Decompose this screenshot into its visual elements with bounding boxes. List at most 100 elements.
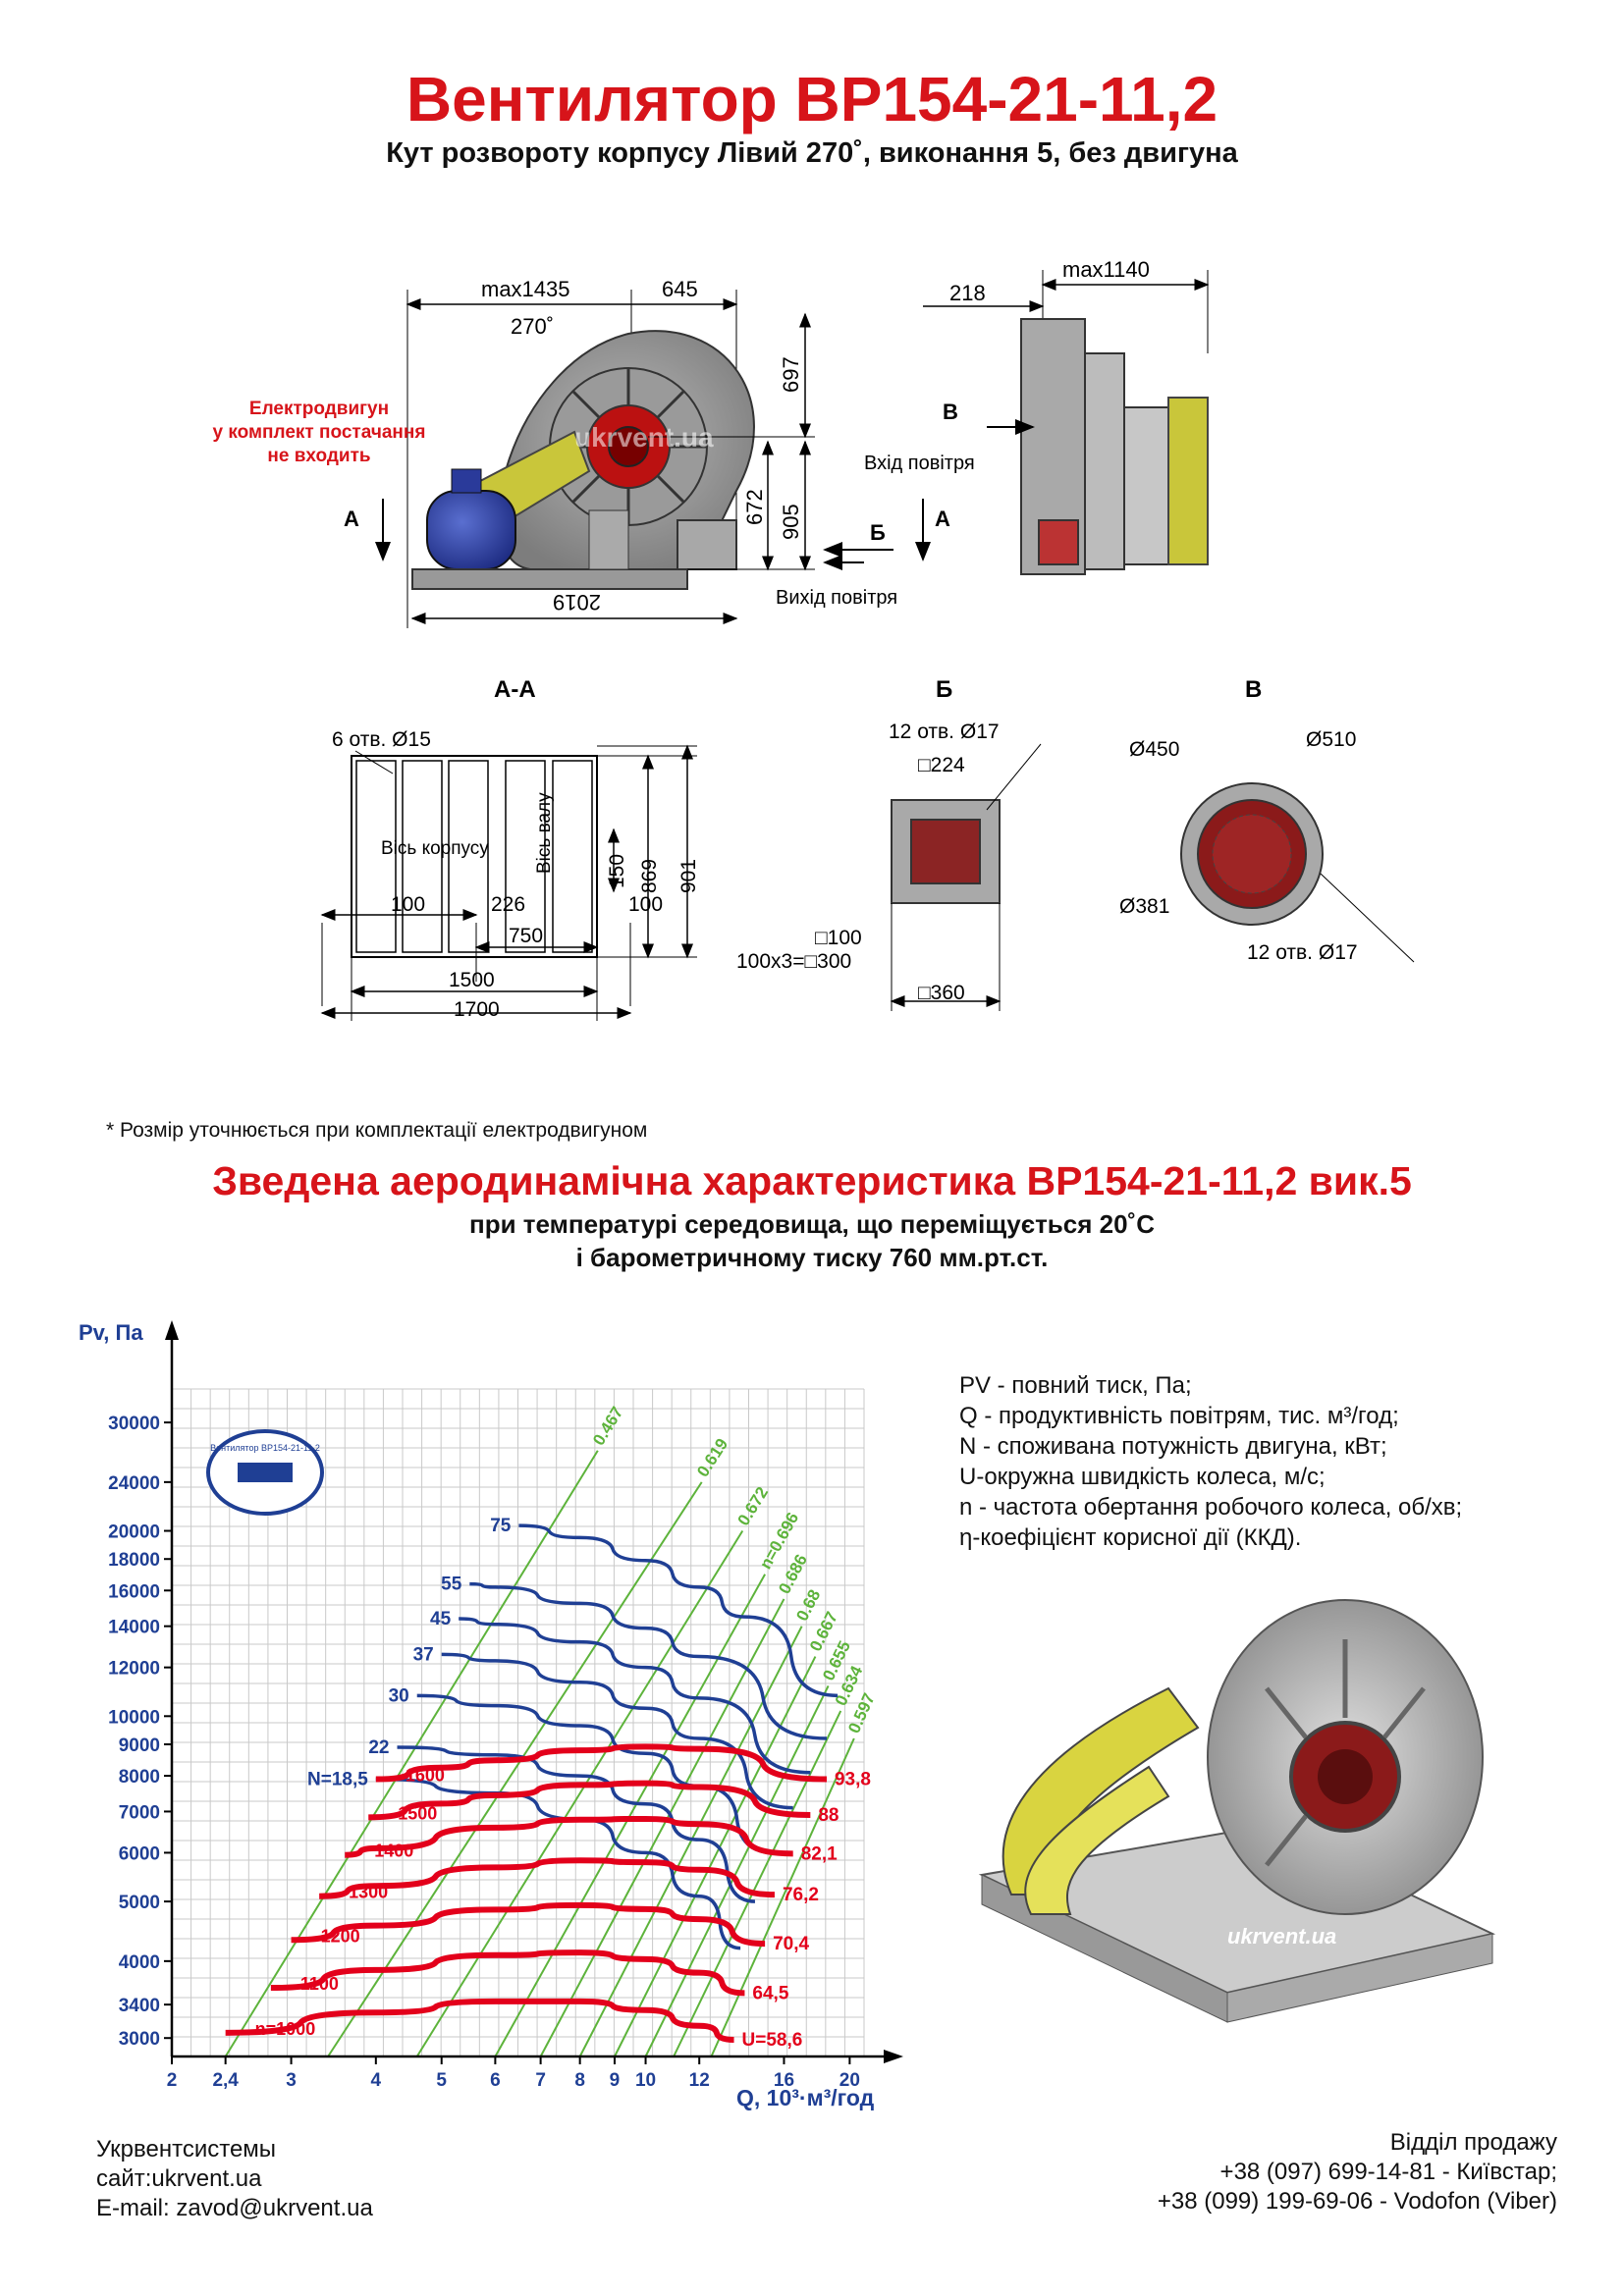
speed-curve — [345, 1815, 793, 1858]
legend-item: U-окружна швидкість колеса, м/с; — [959, 1464, 1326, 1490]
y-axis-arrow — [165, 1320, 179, 1340]
x-tick-label: 2 — [167, 2070, 178, 2091]
power-curve — [397, 1745, 756, 1903]
power-curve — [441, 1652, 793, 1810]
legend-item: Q - продуктивність повітрям, тис. м³/год… — [959, 1403, 1399, 1429]
y-tick-label: 16000 — [108, 1581, 160, 1602]
dim-2019: 2019 — [553, 590, 601, 614]
dim-218: 218 — [949, 281, 986, 305]
y-tick-label: 12000 — [108, 1659, 160, 1680]
dim-150: 150 — [606, 854, 628, 888]
power-label: 45 — [430, 1609, 452, 1629]
dim-max1435: max1435 — [481, 277, 570, 301]
speed-end-label: 82,1 — [801, 1843, 838, 1864]
speed-curve — [225, 1998, 734, 2044]
sales-phone-1[interactable]: +38 (097) 699-14-81 - Київстар; — [1219, 2159, 1557, 2185]
x-tick-label: 8 — [574, 2070, 585, 2091]
section-aa-holes: 6 отв. Ø15 — [332, 728, 431, 751]
dim-b-100: □100 — [815, 927, 862, 949]
legend-item: N - споживана потужність двигуна, кВт; — [959, 1433, 1387, 1460]
section-marker-a-left: А — [344, 507, 359, 531]
speed-label: n=1000 — [255, 2019, 316, 2039]
efficiency-line — [327, 1481, 703, 2057]
footer-contacts: Укрвентсистемы сайт:ukrvent.ua E-mail: z… — [96, 2135, 373, 2223]
dim-750: 750 — [509, 925, 543, 947]
footer-company: Укрвентсистемы — [96, 2136, 277, 2163]
section-drawings: А-А 6 отв. Ø15 Вісь корпусу Вісь валу 15… — [320, 676, 1415, 1021]
efficiency-line — [614, 1656, 817, 2057]
power-label: N=18,5 — [307, 1770, 368, 1790]
efficiency-line — [224, 1450, 599, 2057]
speed-curve — [291, 1901, 766, 1948]
efficiency-line — [494, 1574, 766, 2057]
speed-label: 1100 — [300, 1974, 339, 1994]
y-tick-label: 18000 — [108, 1550, 160, 1571]
y-tick-label: 4000 — [119, 1952, 160, 1973]
x-tick-label: 4 — [371, 2070, 382, 2091]
dim-b-300: 100x3=□300 — [736, 950, 851, 973]
legend-item: n - частота обертання робочого колеса, о… — [959, 1494, 1463, 1521]
x-tick-label: 7 — [535, 2070, 546, 2091]
section-marker-a-right: А — [935, 507, 950, 531]
section-v-title: В — [1245, 676, 1262, 703]
efficiency-line — [710, 1737, 855, 2057]
motor-note-2: у комплект постачання — [213, 422, 426, 443]
efficiency-line — [415, 1529, 744, 2057]
chart-section-title: Зведена аеродинамічна характеристика ВР1… — [212, 1158, 1412, 1203]
y-tick-label: 5000 — [119, 1893, 160, 1913]
dim-d450: Ø450 — [1129, 738, 1179, 761]
speed-label: 1400 — [374, 1842, 413, 1861]
footer-site[interactable]: сайт:ukrvent.ua — [96, 2165, 262, 2192]
efficiency-line — [644, 1684, 830, 2057]
y-tick-label: 24000 — [108, 1473, 160, 1494]
power-curve — [518, 1523, 839, 1698]
power-curve — [459, 1617, 811, 1775]
power-label: 22 — [368, 1737, 389, 1758]
x-axis-label: Q, 10³·м³/год — [736, 2085, 875, 2110]
y-tick-label: 8000 — [119, 1767, 160, 1788]
speed-label: 1300 — [349, 1883, 388, 1902]
section-v-holes: 12 отв. Ø17 — [1247, 941, 1358, 964]
chart-section-subtitle-1: при температурі середовища, що переміщує… — [469, 1209, 1155, 1239]
x-tick-label: 16 — [774, 2070, 794, 2091]
size-note: * Розмір уточнюється при комплектації ел… — [106, 1119, 648, 1142]
watermark-main: ukrvent.ua — [574, 422, 714, 453]
x-tick-label: 20 — [839, 2070, 860, 2091]
sales-phone-2[interactable]: +38 (099) 199-69-06 - Vodofon (Viber) — [1157, 2188, 1557, 2215]
footer-email[interactable]: E-mail: zavod@ukrvent.ua — [96, 2195, 373, 2221]
dim-100-b: 100 — [628, 893, 663, 916]
dim-672: 672 — [742, 489, 767, 525]
power-label: 37 — [413, 1644, 434, 1665]
speed-end-label: 88 — [818, 1805, 839, 1826]
motor-note-1: Електродвигун — [249, 399, 389, 419]
chart-legend: PV - повний тиск, Па; Q - продуктивність… — [959, 1370, 1462, 1553]
y-tick-label: 6000 — [119, 1843, 160, 1864]
sales-title: Відділ продажу — [1389, 2129, 1557, 2156]
dim-901: 901 — [677, 859, 700, 893]
y-tick-label: 30000 — [108, 1414, 160, 1434]
section-b-holes: 12 отв. Ø17 — [889, 721, 1000, 743]
speed-curve — [368, 1780, 811, 1821]
footer-sales: Відділ продажу +38 (097) 699-14-81 - Киї… — [1158, 2128, 1557, 2216]
x-axis-arrow — [884, 2050, 903, 2063]
motor-note-3: не входить — [267, 446, 370, 466]
efficiency-line — [673, 1710, 842, 2057]
dim-d381: Ø381 — [1119, 895, 1169, 918]
legend-item: PV - повний тиск, Па; — [959, 1372, 1192, 1399]
axis-body-label: Вісь корпусу — [381, 838, 489, 859]
speed-end-label: 93,8 — [835, 1770, 871, 1790]
section-marker-b: Б — [870, 520, 886, 545]
speed-label: 1500 — [398, 1803, 437, 1823]
page-title: Вентилятор ВР154-21-11,2 — [406, 64, 1218, 134]
dim-270: 270˚ — [511, 314, 554, 339]
dim-100-a: 100 — [391, 893, 425, 916]
speed-end-label: 64,5 — [752, 1983, 788, 2003]
x-tick-label: 12 — [689, 2070, 710, 2091]
dim-697: 697 — [779, 356, 803, 393]
fan-3d-illustration: ukrvent.ua — [978, 1599, 1496, 2023]
y-tick-label: 3000 — [119, 2029, 160, 2050]
speed-curve — [270, 1949, 745, 1997]
y-tick-label: 10000 — [108, 1707, 160, 1728]
dim-224: □224 — [918, 754, 965, 776]
efficiency-line — [539, 1598, 785, 2057]
